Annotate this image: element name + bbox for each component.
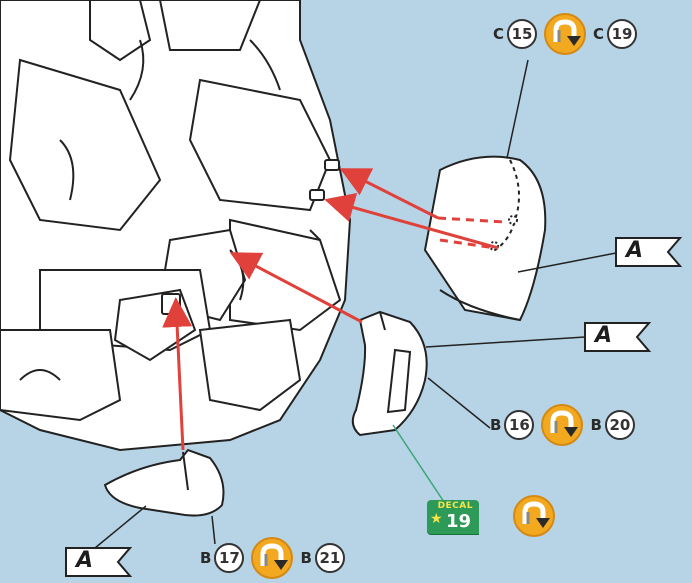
part-flag-icon (64, 546, 132, 578)
part-flag-upper: A (614, 236, 682, 268)
callout-number: 16 (504, 410, 534, 440)
rotate-icon (543, 12, 587, 56)
decal-number: 19 (446, 511, 471, 532)
soldier-figure (0, 0, 350, 450)
callout-number: 15 (507, 19, 537, 49)
callout-letter: C (493, 25, 504, 43)
callout-letter: B (490, 416, 501, 434)
callout-number: 17 (214, 543, 244, 573)
decal-leader-line (393, 425, 448, 508)
wrist-piece (105, 450, 224, 516)
rotate-icon (540, 403, 584, 447)
part-flag-lower: A (64, 546, 132, 578)
callout-b16-b20: B 16 B 20 (490, 403, 635, 447)
rotate-icon (512, 494, 556, 538)
part-flag-icon (614, 236, 682, 268)
part-flag-icon (583, 321, 651, 353)
armor-plate-upper (425, 157, 545, 320)
callout-b17-b21: B 17 B 21 (200, 536, 345, 580)
callout-number: 19 (607, 19, 637, 49)
callout-number: 21 (315, 543, 345, 573)
part-flag-label: A (76, 548, 93, 573)
part-flag-label: A (595, 323, 612, 348)
callout-letter: B (590, 416, 601, 434)
part-flag-middle: A (583, 321, 651, 353)
decal-badge: ★ DECAL 19 (427, 500, 479, 534)
star-icon: ★ (430, 512, 443, 526)
callout-letter: C (593, 25, 604, 43)
decal-label: DECAL (438, 501, 473, 511)
part-flag-label: A (626, 238, 643, 263)
callout-number: 20 (605, 410, 635, 440)
rotate-icon (250, 536, 294, 580)
callout-c15-c19: C 15 C 19 (493, 12, 637, 56)
elbow-piece (353, 312, 427, 435)
callout-letter: B (200, 549, 211, 567)
callout-letter: B (300, 549, 311, 567)
